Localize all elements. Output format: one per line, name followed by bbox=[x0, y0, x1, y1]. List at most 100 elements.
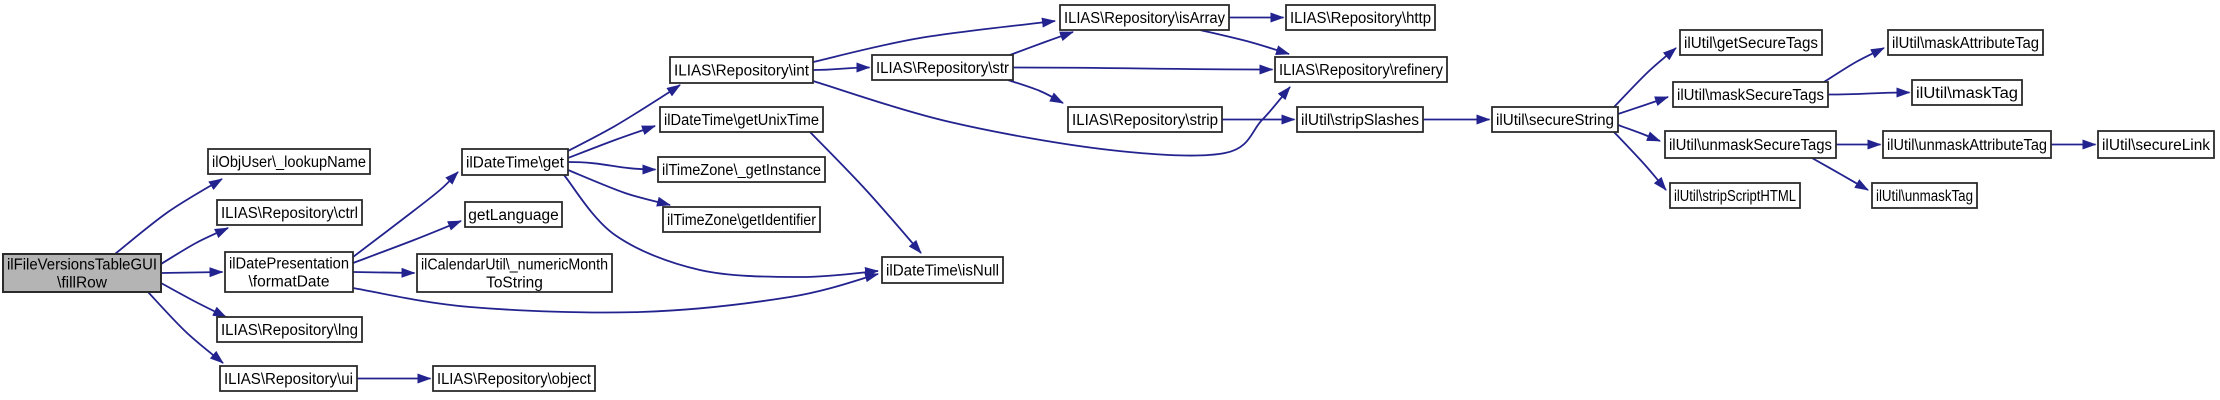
node-label: ToString bbox=[486, 275, 543, 292]
node-object[interactable]: ILIAS\Repository\object bbox=[432, 365, 596, 392]
node-label: ilCalendarUtil\_numericMonth bbox=[421, 257, 608, 274]
node-label: ilDateTime\getUnixTime bbox=[664, 112, 819, 129]
node-label: ILIAS\Repository\ctrl bbox=[221, 205, 358, 222]
node-box bbox=[662, 206, 821, 233]
node-box bbox=[216, 316, 363, 343]
edge-formatDate-get bbox=[352, 171, 459, 258]
node-box bbox=[1669, 182, 1801, 209]
node-box bbox=[1679, 29, 1823, 56]
node-unmaskTag[interactable]: ilUtil\unmaskTag bbox=[1871, 182, 1978, 209]
nodes-layer: ilFileVersionsTableGUI\fillRow ilObjUser\… bbox=[2, 4, 2215, 392]
node-box bbox=[1664, 130, 1837, 159]
node-label: ilDateTime\isNull bbox=[886, 263, 999, 280]
node-box bbox=[432, 365, 596, 392]
node-label: ILIAS\Repository\http bbox=[1290, 10, 1431, 27]
node-label: getLanguage bbox=[468, 207, 559, 224]
node-formatDate[interactable]: ilDatePresentation\formatDate bbox=[224, 251, 354, 293]
node-box bbox=[881, 256, 1004, 284]
node-getInstance[interactable]: ilTimeZone\_getInstance bbox=[657, 156, 826, 183]
node-label: \formatDate bbox=[249, 274, 330, 291]
edge-get-getInstance bbox=[567, 161, 657, 175]
node-int[interactable]: ILIAS\Repository\int bbox=[669, 56, 814, 84]
node-label: ilUtil\stripScriptHTML bbox=[1674, 188, 1796, 205]
node-getIdentifier[interactable]: ilTimeZone\getIdentifier bbox=[662, 206, 821, 233]
node-box bbox=[2, 253, 162, 293]
node-label: ilTimeZone\_getInstance bbox=[662, 162, 821, 179]
edge-int-isArray bbox=[812, 17, 1056, 63]
node-box bbox=[657, 156, 826, 183]
node-getUnixTime[interactable]: ilDateTime\getUnixTime bbox=[659, 106, 824, 133]
node-lookupName[interactable]: ilObjUser\_lookupName bbox=[207, 148, 371, 175]
node-label: ILIAS\Repository\isArray bbox=[1064, 10, 1225, 27]
node-get[interactable]: ilDateTime\get bbox=[461, 148, 569, 176]
node-label: ilObjUser\_lookupName bbox=[212, 154, 366, 171]
node-stripSlashes[interactable]: ilUtil\stripSlashes bbox=[1296, 106, 1424, 133]
edge-str-refinery bbox=[1012, 64, 1274, 75]
node-isArray[interactable]: ILIAS\Repository\isArray bbox=[1059, 4, 1230, 31]
node-label: ILIAS\Repository\object bbox=[437, 371, 592, 388]
edge-getUnixTime-isNull bbox=[809, 131, 922, 254]
node-secureString[interactable]: ilUtil\secureString bbox=[1491, 106, 1619, 133]
node-label: ILIAS\Repository\lng bbox=[221, 322, 358, 339]
node-box bbox=[1296, 106, 1424, 133]
node-getLanguage[interactable]: getLanguage bbox=[464, 201, 563, 228]
node-secureLink[interactable]: ilUtil\secureLink bbox=[2097, 130, 2215, 159]
node-http[interactable]: ILIAS\Repository\http bbox=[1285, 4, 1436, 31]
node-label: ilDateTime\get bbox=[466, 155, 565, 172]
edge-fillRow-lookupName bbox=[114, 178, 223, 255]
node-label: ILIAS\Repository\int bbox=[674, 63, 810, 80]
node-maskAttributeTag[interactable]: ilUtil\maskAttributeTag bbox=[1887, 29, 2044, 56]
edge-get-isNull bbox=[563, 174, 879, 278]
node-label: ilUtil\secureLink bbox=[2102, 137, 2210, 154]
node-label: ilUtil\unmaskTag bbox=[1876, 188, 1973, 205]
node-refinery[interactable]: ILIAS\Repository\refinery bbox=[1274, 56, 1448, 83]
node-label: ilFileVersionsTableGUI bbox=[7, 257, 157, 274]
node-str[interactable]: ILIAS\Repository\str bbox=[871, 54, 1014, 81]
node-getSecureTags[interactable]: ilUtil\getSecureTags bbox=[1679, 29, 1823, 56]
edge-str-strip bbox=[1007, 79, 1064, 104]
node-isNull[interactable]: ilDateTime\isNull bbox=[881, 256, 1004, 284]
node-box bbox=[659, 106, 824, 133]
edge-formatDate-getLanguage bbox=[352, 220, 462, 264]
node-label: ilUtil\maskTag bbox=[1916, 85, 2018, 102]
node-box bbox=[1059, 4, 1230, 31]
node-label: ILIAS\Repository\ui bbox=[224, 371, 353, 388]
edge-isArray-refinery bbox=[1199, 29, 1290, 55]
edge-formatDate-isNull bbox=[352, 272, 879, 314]
edge-secureString-stripScriptHTML bbox=[1613, 131, 1667, 191]
edge-get-getIdentifier bbox=[567, 169, 671, 207]
edges-layer bbox=[114, 12, 2097, 384]
node-box bbox=[464, 201, 563, 228]
node-box bbox=[1067, 106, 1223, 133]
node-box bbox=[416, 253, 613, 293]
node-ui[interactable]: ILIAS\Repository\ui bbox=[219, 365, 358, 392]
node-unmaskSecureTags[interactable]: ilUtil\unmaskSecureTags bbox=[1664, 130, 1837, 159]
node-label: ilUtil\unmaskSecureTags bbox=[1669, 137, 1832, 154]
edge-get-int bbox=[565, 84, 681, 153]
node-ctrl[interactable]: ILIAS\Repository\ctrl bbox=[216, 199, 363, 226]
node-lng[interactable]: ILIAS\Repository\lng bbox=[216, 316, 363, 343]
node-box bbox=[2097, 130, 2215, 159]
node-box bbox=[207, 148, 371, 175]
node-stripScriptHTML[interactable]: ilUtil\stripScriptHTML bbox=[1669, 182, 1801, 209]
node-maskTag[interactable]: ilUtil\maskTag bbox=[1911, 79, 2023, 106]
node-label: ilUtil\maskSecureTags bbox=[1677, 87, 1824, 104]
node-box bbox=[216, 199, 363, 226]
node-box bbox=[1491, 106, 1619, 133]
edge-fillRow-lng bbox=[160, 282, 227, 318]
node-label: ilTimeZone\getIdentifier bbox=[667, 212, 816, 229]
edge-unmaskSecureTags-unmaskTag bbox=[1811, 157, 1869, 191]
node-box bbox=[1672, 81, 1829, 108]
node-label: ilUtil\getSecureTags bbox=[1684, 35, 1818, 52]
node-maskSecureTags[interactable]: ilUtil\maskSecureTags bbox=[1672, 81, 1829, 108]
node-unmaskAttributeTag[interactable]: ilUtil\unmaskAttributeTag bbox=[1882, 130, 2052, 159]
node-label: ILIAS\Repository\refinery bbox=[1279, 62, 1443, 79]
edge-maskSecureTags-maskAttributeTag bbox=[1823, 47, 1885, 83]
node-strip[interactable]: ILIAS\Repository\strip bbox=[1067, 106, 1223, 133]
node-box bbox=[669, 56, 814, 84]
node-label: \fillRow bbox=[57, 275, 108, 292]
edge-secureString-maskSecureTags bbox=[1617, 96, 1669, 115]
